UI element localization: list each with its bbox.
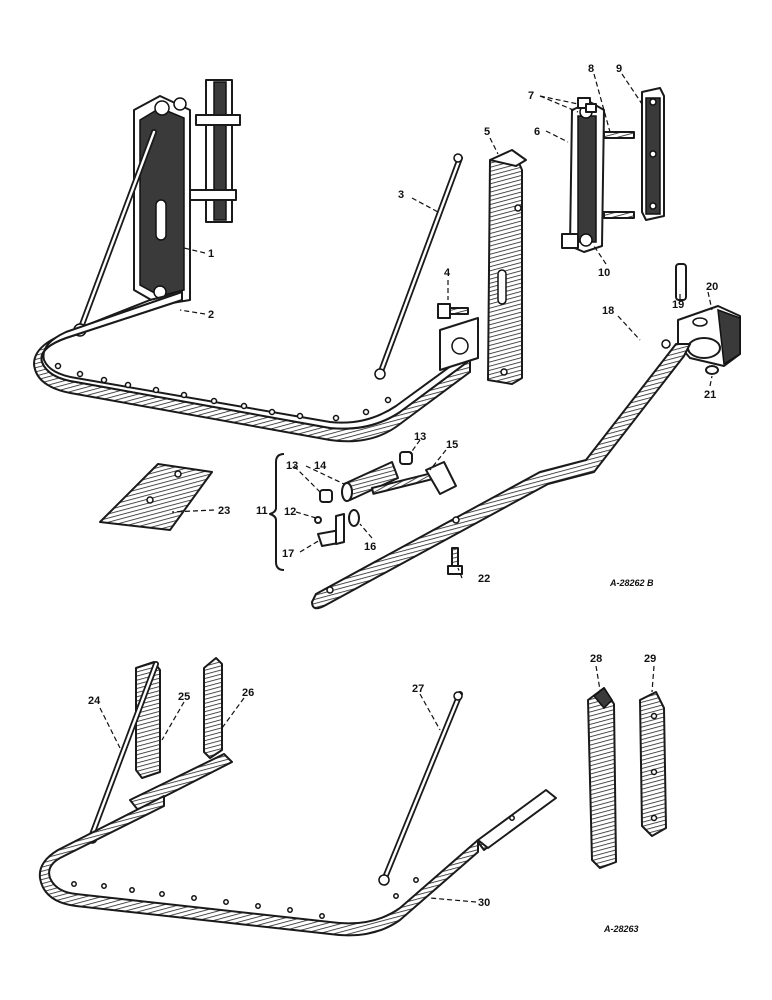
part-15-pin-bracket: [371, 461, 457, 495]
part-13-bushing-b: [399, 451, 413, 465]
callout-28: 28: [590, 653, 602, 665]
part-21-nut: [705, 365, 719, 375]
part-22-bolt: [447, 547, 463, 575]
callout-16: 16: [364, 541, 376, 553]
callout-9: 9: [616, 63, 622, 75]
callout-18: 18: [602, 305, 614, 317]
callout-13b: 13: [414, 431, 426, 443]
part-9-flat-bar: [641, 87, 665, 221]
frame-30-holes: [71, 815, 515, 919]
part-13-bushing-a: [319, 489, 333, 503]
callout-27: 27: [412, 683, 424, 695]
callout-19: 19: [672, 299, 684, 311]
callout-2: 2: [208, 309, 214, 321]
callout-29: 29: [644, 653, 656, 665]
part-14-sleeve: [341, 461, 399, 502]
part-3-brace-rod: [374, 153, 463, 380]
hardware-group-11: [269, 451, 457, 571]
callout-23: 23: [218, 505, 230, 517]
part-5-slotted-upright: [487, 149, 527, 385]
part-27-brace-rod: [378, 691, 463, 886]
part-2-front-frame: [33, 291, 479, 443]
callout-8: 8: [588, 63, 594, 75]
part-7-nuts: [577, 97, 597, 113]
callout-11: 11: [256, 505, 268, 517]
bottom-crossbar: [129, 753, 233, 811]
callout-26: 26: [242, 687, 254, 699]
part-12-nut: [314, 516, 322, 524]
part-16-washer: [348, 509, 360, 527]
callout-13a: 13: [286, 460, 298, 472]
callout-1: 1: [208, 248, 214, 260]
figure-id-bottom: A-28263: [603, 924, 639, 934]
callout-30: 30: [478, 897, 490, 909]
callout-14: 14: [314, 460, 327, 472]
callout-25: 25: [178, 691, 190, 703]
callout-24: 24: [88, 695, 101, 707]
callout-labels: 1 2 3 4 5 6 7 8 9 10 11 12 13 13 14 15 1…: [88, 63, 718, 909]
callout-7: 7: [528, 90, 534, 102]
callout-20: 20: [706, 281, 718, 293]
part-6-bracket: [561, 101, 605, 253]
part-30-rear-frame: [38, 789, 557, 937]
part-17-clip: [317, 513, 345, 547]
callout-12: 12: [284, 506, 296, 518]
part-26-upright: [203, 657, 223, 759]
callout-leaders: [99, 73, 713, 903]
part-1-upright-bracket: [133, 79, 241, 306]
callout-10: 10: [598, 267, 610, 279]
part-29-plate: [639, 691, 667, 837]
callout-22: 22: [478, 573, 490, 585]
part-18-long-bar: [311, 339, 691, 610]
frame-holes: [54, 362, 392, 422]
callout-17: 17: [282, 548, 294, 560]
callout-6: 6: [534, 126, 540, 138]
callout-4: 4: [444, 267, 451, 279]
part-19-pin: [675, 263, 687, 301]
part-28-plate: [587, 686, 617, 869]
part-20-casting: [677, 305, 741, 367]
callout-15: 15: [446, 439, 458, 451]
callout-5: 5: [484, 126, 490, 138]
callout-21: 21: [704, 389, 716, 401]
figure-id-top: A-28262 B: [609, 578, 654, 588]
part-23-plate: [99, 463, 213, 531]
part-8-rods: [603, 131, 635, 219]
part-4-bolt: [437, 303, 469, 319]
callout-3: 3: [398, 189, 404, 201]
